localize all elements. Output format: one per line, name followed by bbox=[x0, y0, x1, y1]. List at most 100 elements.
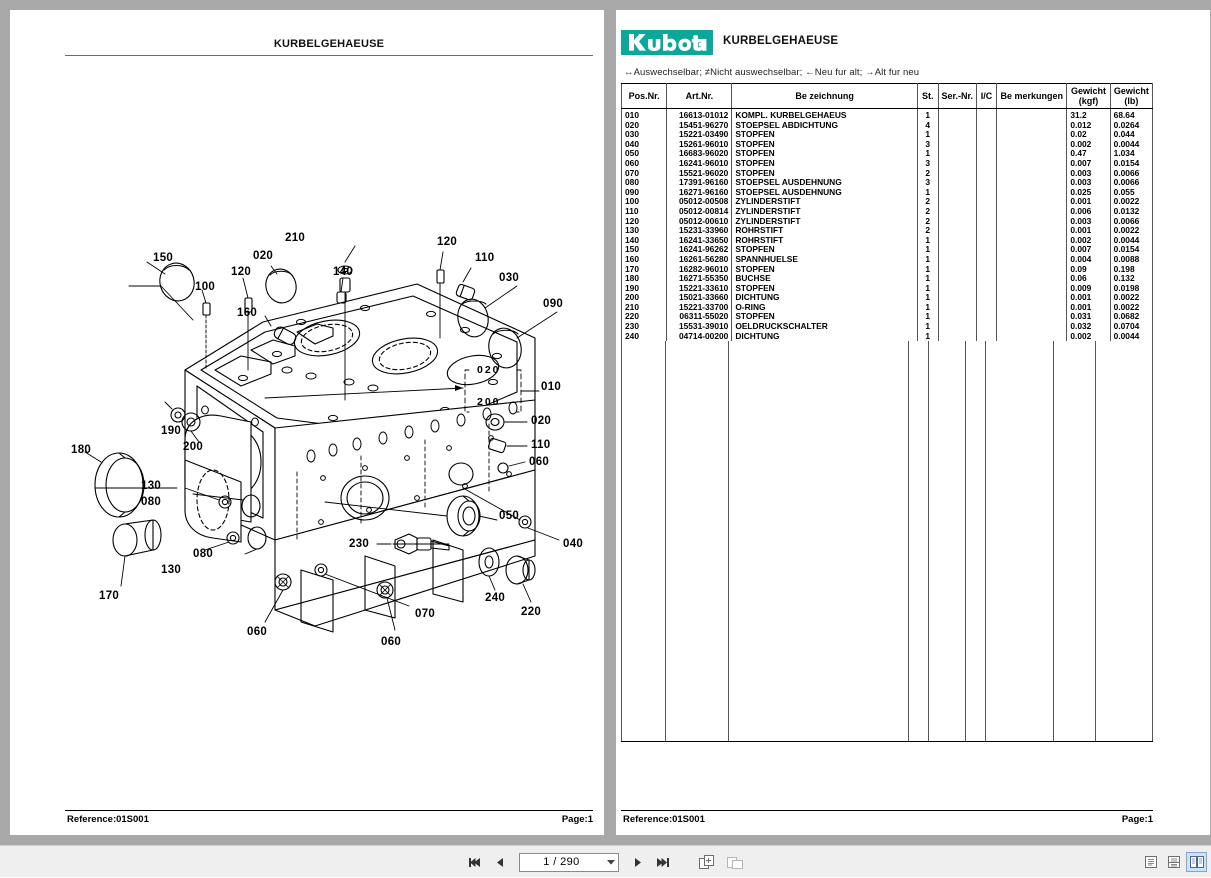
cell-ic bbox=[975, 283, 998, 294]
fit-width-button[interactable] bbox=[724, 852, 746, 872]
callout-060-right: 060 bbox=[529, 456, 550, 468]
page-left-diagram[interactable]: KURBELGEHAEUSE bbox=[10, 10, 604, 835]
cell-kgf: 31.2 bbox=[1066, 108, 1111, 121]
page-right-parts-table[interactable]: KURBELGEHAEUSE ↔Auswechselbar; ≠Nicht au… bbox=[616, 10, 1210, 835]
cell-desc: BUCHSE bbox=[731, 274, 918, 284]
cell-lb: 0.0066 bbox=[1109, 216, 1154, 227]
cell-art: 17391-96160 bbox=[666, 178, 733, 188]
cell-rem bbox=[996, 130, 1068, 140]
callout-010: 010 bbox=[541, 381, 562, 393]
two-page-view-button[interactable] bbox=[1186, 852, 1207, 872]
cell-pos: 110 bbox=[620, 206, 668, 217]
cell-st: 1 bbox=[916, 283, 939, 294]
footer-reference: Reference:01S001 bbox=[67, 814, 149, 825]
continuous-page-view-icon bbox=[1167, 856, 1180, 868]
cell-st: 1 bbox=[916, 331, 939, 342]
prev-page-icon bbox=[496, 857, 503, 867]
first-page-button[interactable] bbox=[466, 852, 485, 872]
col-gewicht-kgf-label: Gewicht bbox=[1071, 85, 1107, 96]
symbol-legend: ↔Auswechselbar; ≠Nicht auswechselbar; ←N… bbox=[624, 67, 920, 78]
viewer-toolbar[interactable]: 1 / 290 bbox=[0, 845, 1211, 877]
page-number-value[interactable]: 1 / 290 bbox=[543, 856, 580, 868]
cell-ic bbox=[975, 226, 998, 236]
page-number-field[interactable]: 1 / 290 bbox=[518, 852, 619, 872]
cell-ic bbox=[975, 331, 998, 342]
chevron-down-icon[interactable] bbox=[604, 859, 618, 865]
cell-kgf: 0.025 bbox=[1066, 187, 1111, 198]
parts-table[interactable]: Pos.Nr. Art.Nr. Be zeichnung St. Ser.-Nr… bbox=[620, 83, 1154, 342]
cell-st: 1 bbox=[916, 245, 939, 255]
fit-page-button[interactable] bbox=[696, 852, 718, 872]
cell-desc: SPANNHUELSE bbox=[731, 254, 918, 265]
callout-050: 050 bbox=[499, 510, 520, 522]
cell-rem bbox=[996, 158, 1068, 169]
next-page-button[interactable] bbox=[628, 852, 647, 872]
cell-kgf: 0.031 bbox=[1066, 312, 1111, 323]
continuous-view-button[interactable] bbox=[1163, 852, 1184, 872]
cell-desc: ROHRSTIFT bbox=[731, 235, 918, 246]
cell-ic bbox=[975, 235, 998, 246]
last-page-button[interactable] bbox=[653, 852, 672, 872]
cell-rem bbox=[996, 293, 1068, 303]
document-scroll-area[interactable]: KURBELGEHAEUSE bbox=[0, 0, 1211, 845]
callout-200-left: 200 bbox=[183, 441, 204, 453]
cell-lb: 0.0066 bbox=[1109, 168, 1154, 179]
cell-desc: STOPFEN bbox=[731, 312, 918, 323]
cell-st: 4 bbox=[916, 120, 939, 131]
cell-kgf: 0.003 bbox=[1066, 168, 1111, 179]
cell-ser bbox=[937, 197, 977, 207]
cell-pos: 090 bbox=[620, 187, 668, 198]
cell-art: 15221-03490 bbox=[666, 130, 733, 140]
page-title: KURBELGEHAEUSE bbox=[273, 38, 385, 50]
cell-art: 16271-96160 bbox=[666, 187, 733, 198]
cell-st: 1 bbox=[916, 312, 939, 323]
cell-pos: 170 bbox=[620, 264, 668, 275]
cell-st: 2 bbox=[916, 168, 939, 179]
cell-art: 15221-33610 bbox=[666, 283, 733, 294]
cell-pos: 220 bbox=[620, 312, 668, 323]
cell-ser bbox=[937, 274, 977, 284]
cell-kgf: 0.002 bbox=[1066, 235, 1111, 246]
header-rule bbox=[65, 55, 593, 56]
cell-pos: 240 bbox=[620, 331, 668, 342]
cell-ser bbox=[937, 206, 977, 217]
cell-lb: 0.198 bbox=[1109, 264, 1154, 275]
cell-ic bbox=[975, 216, 998, 227]
cell-ser bbox=[937, 312, 977, 323]
cell-pos: 190 bbox=[620, 283, 668, 294]
cell-st: 2 bbox=[916, 216, 939, 227]
previous-page-button[interactable] bbox=[491, 852, 510, 872]
cell-art: 16241-96262 bbox=[666, 245, 733, 255]
cell-kgf: 0.007 bbox=[1066, 245, 1111, 255]
callout-130-upper: 130 bbox=[141, 480, 162, 492]
callout-bracket-from: 020 bbox=[477, 364, 501, 376]
single-page-view-button[interactable] bbox=[1140, 852, 1161, 872]
cell-lb: 0.0044 bbox=[1109, 235, 1154, 246]
cell-pos: 150 bbox=[620, 245, 668, 255]
cell-ser bbox=[937, 216, 977, 227]
